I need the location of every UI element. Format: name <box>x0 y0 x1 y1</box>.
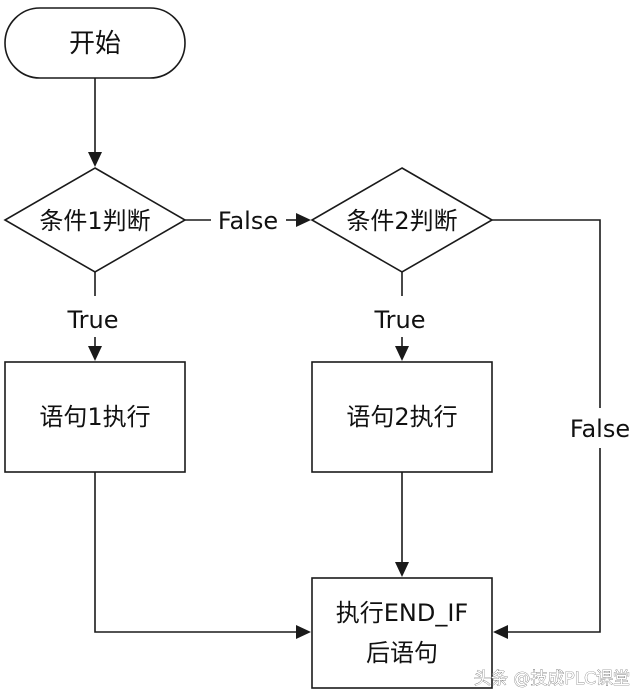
end-if-label-line2: 后语句 <box>366 639 438 667</box>
watermark: 头条 @技成PLC课堂 <box>474 669 630 689</box>
arrowhead <box>395 346 409 361</box>
edge-decision2-false-top <box>492 219 601 408</box>
statement-2-label: 语句2执行 <box>346 403 457 431</box>
arrowhead <box>493 625 508 639</box>
edge-decision2-false-bottom <box>506 448 601 633</box>
edge-label-cond2-true: True <box>374 306 426 334</box>
arrowhead <box>88 152 102 167</box>
statement-2-node <box>311 361 493 473</box>
end-if-label-line1: 执行END_IF <box>336 599 468 627</box>
arrowhead <box>88 346 102 361</box>
arrowhead <box>395 562 409 577</box>
end-if-node <box>311 577 493 689</box>
decision-2-label: 条件2判断 <box>346 207 457 235</box>
statement-1-label: 语句1执行 <box>39 403 150 431</box>
start-label: 开始 <box>69 29 121 59</box>
edge-label-cond1-false: False <box>218 207 278 235</box>
arrowhead <box>296 625 311 639</box>
decision-1-label: 条件1判断 <box>39 207 150 235</box>
edge-label-cond2-false: False <box>570 415 630 443</box>
edge-label-cond1-true: True <box>67 306 119 334</box>
edge-statement1-to-end <box>94 472 298 633</box>
arrowhead <box>296 213 311 227</box>
